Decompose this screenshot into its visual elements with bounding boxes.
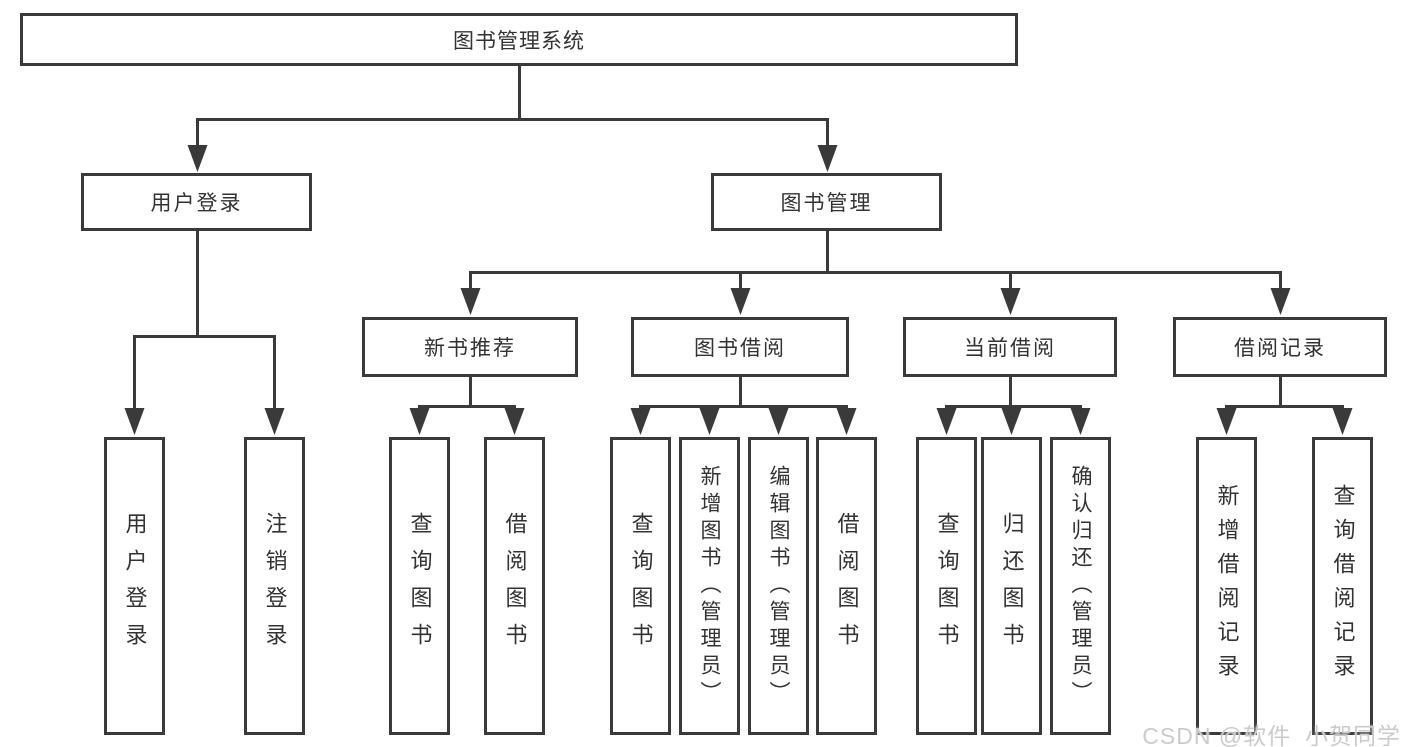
leaf-query-books-newbook: 查询图书: [389, 437, 450, 735]
arrowhead-br-query: [1332, 408, 1353, 435]
leaf-query-borrow-record: 查询借阅记录: [1312, 437, 1373, 735]
arrowhead-to-user-login: [187, 145, 208, 172]
leaf-add-books-admin: 新增图书（管理员）: [679, 437, 740, 735]
arrowhead-cb-query: [936, 408, 957, 435]
leaf-add-books-admin-label: 新增图书（管理员）: [698, 464, 721, 708]
leaf-borrow-books-borrow: 借阅图书: [816, 437, 877, 735]
arrowhead-to-current-borrow: [1000, 288, 1021, 315]
connector-user-login: [133, 231, 276, 409]
leaf-query-borrow-record-label: 查询借阅记录: [1330, 484, 1356, 688]
arrowhead-nb-query: [409, 408, 430, 435]
csdn-watermark: CSDN @软件_小贺同学: [1142, 723, 1401, 747]
leaf-confirm-return-admin-label: 确认归还（管理员）: [1069, 464, 1092, 708]
node-library-management-system: 图书管理系统: [20, 13, 1018, 66]
leaf-borrow-books-newbook-label: 借阅图书: [502, 512, 528, 660]
connector-current-borrow: [945, 377, 1082, 408]
leaf-edit-books-admin: 编辑图书（管理员）: [748, 437, 809, 735]
arrowhead-bb-add: [699, 408, 720, 435]
node-user-login: 用户登录: [81, 173, 312, 231]
leaf-edit-books-admin-label: 编辑图书（管理员）: [767, 464, 790, 708]
connector-book-borrow: [639, 377, 848, 408]
leaf-return-books-label: 归还图书: [999, 512, 1025, 660]
arrowhead-bb-borrow: [836, 408, 857, 435]
node-book-management: 图书管理: [711, 173, 942, 231]
leaf-return-books: 归还图书: [981, 437, 1042, 735]
connector-root-trunk: [196, 66, 829, 147]
node-new-book-recommend: 新书推荐: [362, 317, 578, 377]
connector-borrow-record: [1225, 377, 1344, 408]
arrowhead-to-new-book: [460, 288, 481, 315]
arrowhead-to-book-borrow: [730, 288, 751, 315]
connector-new-book: [418, 377, 516, 408]
leaf-logout: 注销登录: [244, 437, 305, 735]
arrowhead-bb-edit: [768, 408, 789, 435]
leaf-confirm-return-admin: 确认归还（管理员）: [1050, 437, 1111, 735]
connector-book-management: [469, 231, 1282, 289]
arrowhead-to-leaf-user-login: [124, 408, 145, 435]
leaf-borrow-books-newbook: 借阅图书: [484, 437, 545, 735]
leaf-query-books-current-label: 查询图书: [934, 512, 960, 660]
arrowhead-nb-borrow: [504, 408, 525, 435]
node-current-borrow: 当前借阅: [903, 317, 1117, 377]
leaf-query-books-borrow-label: 查询图书: [628, 512, 654, 660]
leaf-borrow-books-borrow-label: 借阅图书: [834, 512, 860, 660]
leaf-query-books-newbook-label: 查询图书: [407, 512, 433, 660]
arrowhead-to-leaf-logout: [264, 408, 285, 435]
leaf-query-books-borrow: 查询图书: [610, 437, 671, 735]
arrowhead-to-borrow-record: [1270, 288, 1291, 315]
arrowhead-to-book-management: [817, 145, 838, 172]
leaf-user-login-label: 用户登录: [122, 512, 148, 660]
leaf-query-books-current: 查询图书: [916, 437, 977, 735]
leaf-user-login: 用户登录: [104, 437, 165, 735]
arrowhead-cb-return: [1001, 408, 1022, 435]
arrowhead-cb-confirm: [1070, 408, 1091, 435]
leaf-add-borrow-record-label: 新增借阅记录: [1214, 484, 1240, 688]
arrowhead-bb-query: [630, 408, 651, 435]
leaf-logout-label: 注销登录: [262, 512, 288, 660]
leaf-add-borrow-record: 新增借阅记录: [1196, 437, 1257, 735]
arrowhead-br-add: [1216, 408, 1237, 435]
node-book-borrow: 图书借阅: [631, 317, 849, 377]
node-borrow-record: 借阅记录: [1173, 317, 1387, 377]
